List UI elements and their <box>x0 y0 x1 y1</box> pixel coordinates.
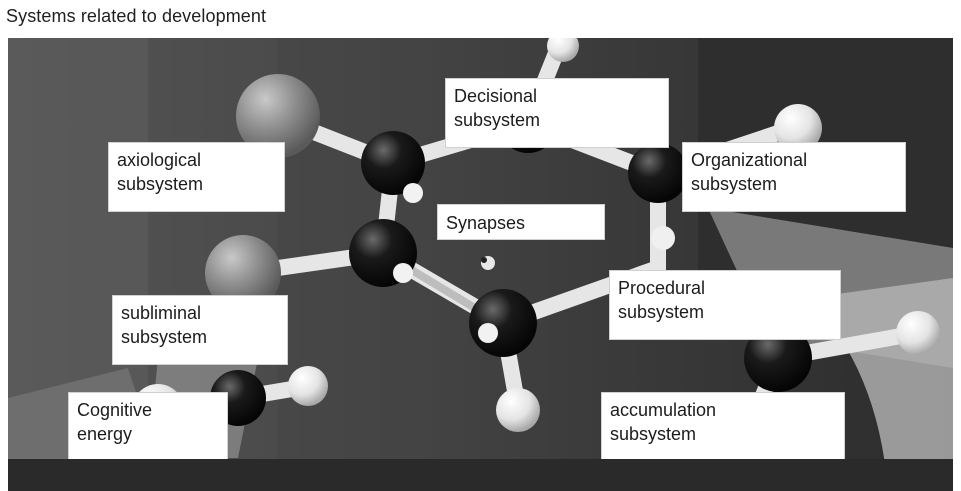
label-subliminal-subsystem: subliminal subsystem <box>112 295 288 365</box>
label-accumulation-subsystem: accumulation subsystem <box>601 392 845 462</box>
label-synapses: Synapses <box>437 204 605 240</box>
diagram-title: Systems related to development <box>6 6 267 26</box>
label-cognitive-energy: Cognitive energy <box>68 392 228 462</box>
bottom-band <box>8 459 953 491</box>
molecule-photo: Decisional subsystem axiological subsyst… <box>8 38 953 491</box>
label-organizational-subsystem: Organizational subsystem <box>682 142 906 212</box>
label-procedural-subsystem: Procedural subsystem <box>609 270 841 340</box>
label-axiological-subsystem: axiological subsystem <box>108 142 285 212</box>
label-decisional-subsystem: Decisional subsystem <box>445 78 669 148</box>
